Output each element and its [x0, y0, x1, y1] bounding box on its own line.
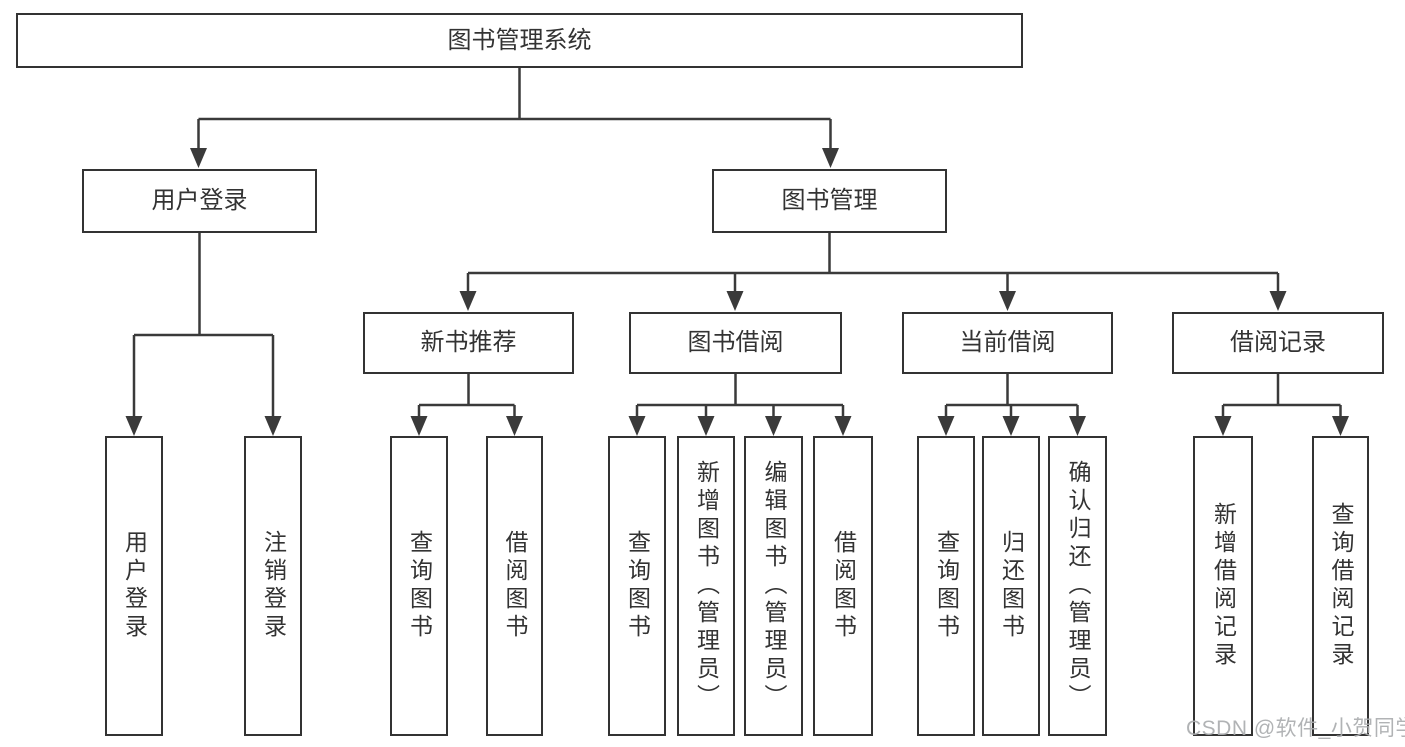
node-current-borrow: 当前借阅: [902, 312, 1113, 374]
node-book-management: 图书管理: [712, 169, 947, 233]
leaf-edit-book-admin: 编辑图书（管理员）: [744, 436, 803, 736]
arrowheads: [125, 148, 1349, 436]
leaf-query-book-current: 查询图书: [917, 436, 975, 736]
leaf-logout-login: 注销登录: [244, 436, 302, 736]
csdn-watermark: CSDN @软件_小贺同学: [1186, 717, 1405, 740]
leaf-return-book: 归还图书: [982, 436, 1040, 736]
leaf-borrow-book: 借阅图书: [813, 436, 873, 736]
leaf-query-book-recommend: 查询图书: [390, 436, 448, 736]
node-user-login: 用户登录: [82, 169, 317, 233]
leaf-user-login: 用户登录: [105, 436, 163, 736]
leaf-confirm-return-admin: 确认归还（管理员）: [1048, 436, 1107, 736]
leaf-borrow-book-recommend: 借阅图书: [486, 436, 543, 736]
leaf-add-borrow-record: 新增借阅记录: [1193, 436, 1253, 736]
leaf-add-book-admin: 新增图书（管理员）: [677, 436, 735, 736]
node-book-borrow: 图书借阅: [629, 312, 842, 374]
node-borrow-record: 借阅记录: [1172, 312, 1384, 374]
leaf-query-book-borrow: 查询图书: [608, 436, 666, 736]
node-new-book-recommend: 新书推荐: [363, 312, 574, 374]
node-root-library-system: 图书管理系统: [16, 13, 1023, 68]
leaf-query-borrow-record: 查询借阅记录: [1312, 436, 1369, 736]
